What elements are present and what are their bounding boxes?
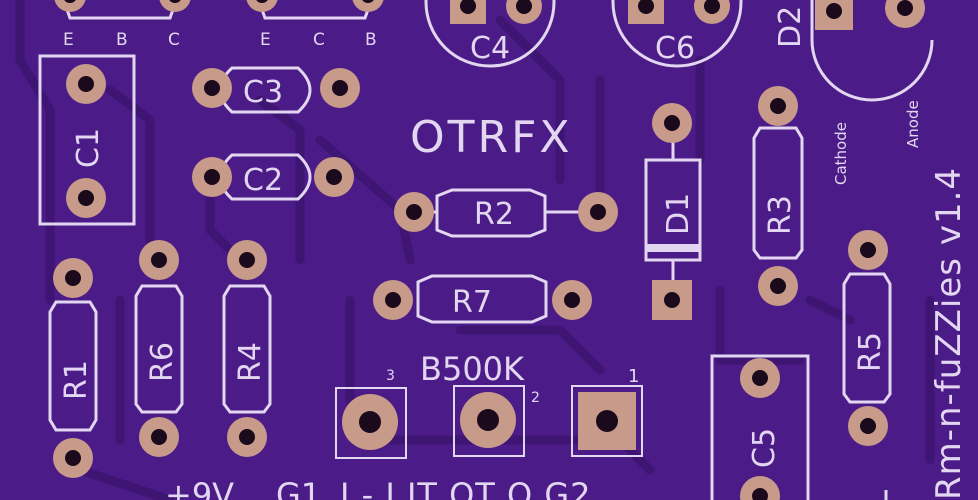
resistor-r4: R4 xyxy=(222,240,272,457)
r4-label: R4 xyxy=(233,342,268,382)
pot-pin3-label: 3 xyxy=(386,368,395,384)
led-anode-label: Anode xyxy=(904,100,922,148)
d1-label: D1 xyxy=(661,193,696,235)
capacitor-c6: C6 xyxy=(611,0,743,68)
r3-label: R3 xyxy=(763,195,798,235)
resistor-r7: R7 xyxy=(373,274,592,324)
c6-label: C6 xyxy=(655,31,695,66)
q2-pin-e: E xyxy=(260,30,271,50)
c2-label: C2 xyxy=(243,163,283,198)
q2-pin-c: C xyxy=(313,30,325,50)
c1-label: C1 xyxy=(71,128,106,168)
resistor-r5: R5 xyxy=(842,230,892,446)
capacitor-c5: C5 xyxy=(710,354,810,500)
resistor-r6: R6 xyxy=(134,240,184,457)
potentiometer-b500k: B500K 3 2 1 xyxy=(335,350,643,459)
r5-label: R5 xyxy=(853,332,888,372)
c3-label: C3 xyxy=(243,75,283,110)
r6-label: R6 xyxy=(145,342,180,382)
power-label: +9V xyxy=(165,476,234,500)
pot-pin1-label: 1 xyxy=(628,366,639,387)
transistor-q1: E B C xyxy=(54,0,191,50)
pot-pin2-label: 2 xyxy=(531,390,540,406)
c5-label: C5 xyxy=(747,428,782,468)
edge-connector-labels: +9V G1 I - I IT OT O G2 xyxy=(165,476,592,500)
c4-label: C4 xyxy=(470,31,510,66)
led-d2: D2 Cathode Anode xyxy=(773,0,934,185)
pot-value-label: B500K xyxy=(420,350,525,388)
resistor-r3: R3 xyxy=(752,86,804,306)
q1-pin-c: C xyxy=(168,30,180,50)
capacitor-c1: C1 xyxy=(38,54,136,226)
io-labels: I - I IT OT O G2 xyxy=(340,476,592,500)
diode-d1: D1 xyxy=(644,103,702,320)
led-cathode-label: Cathode xyxy=(832,122,850,185)
resistor-r2: R2 xyxy=(394,188,618,238)
transistor-q2: E C B xyxy=(246,0,384,50)
g1-label: G1 xyxy=(276,476,321,500)
capacitor-c3: C3 xyxy=(192,66,360,114)
capacitor-c2: C2 xyxy=(192,153,354,201)
board-title: Rm-n-fuZZies v1.4 xyxy=(929,167,969,500)
q2-pin-b: B xyxy=(365,30,377,50)
q1-pin-b: B xyxy=(116,30,128,50)
r7-label: R7 xyxy=(452,285,492,320)
d2-label: D2 xyxy=(773,6,808,48)
capacitor-c4: C4 xyxy=(424,0,556,68)
brand-label: OTRFX xyxy=(410,112,573,163)
q1-pin-e: E xyxy=(63,30,74,50)
r1-label: R1 xyxy=(59,360,94,400)
resistor-r1: R1 xyxy=(48,258,98,478)
r2-label: R2 xyxy=(474,197,514,232)
